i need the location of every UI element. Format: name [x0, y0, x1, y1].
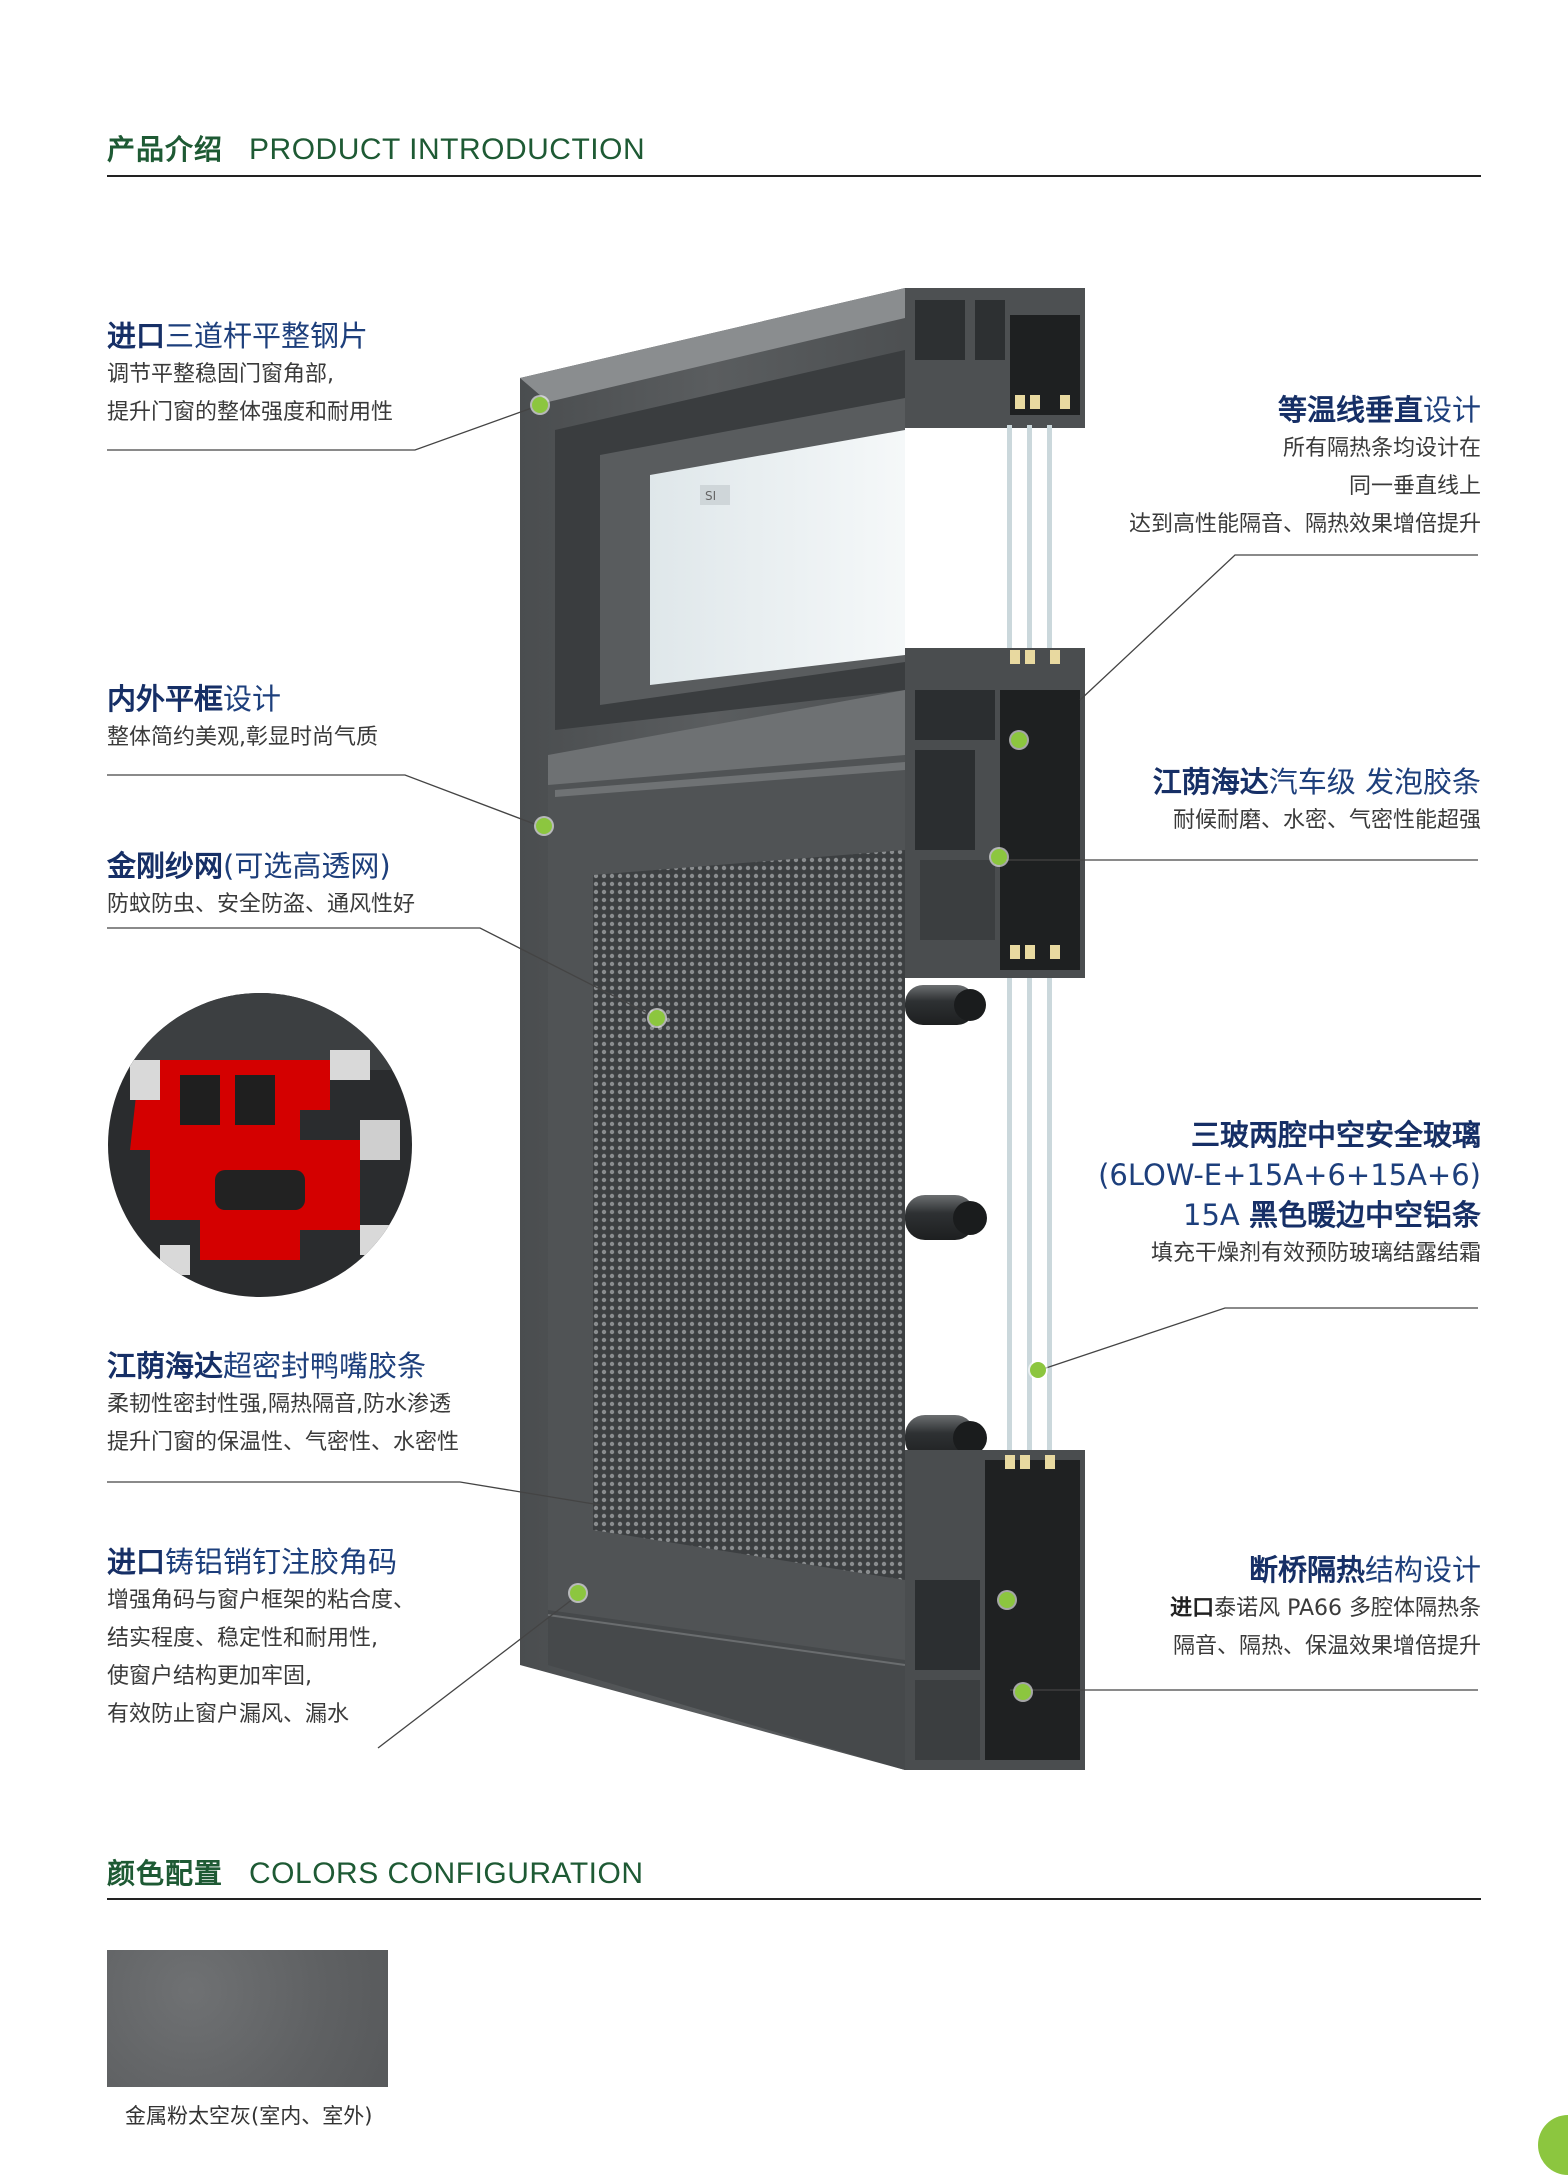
marker-dot-foam — [991, 849, 1007, 865]
header-rule — [107, 175, 1481, 177]
callout-thermal-break: 断桥隔热结构设计 进口泰诺风 PA66 多腔体隔热条 隔音、隔热、保温效果增倍提… — [1170, 1550, 1481, 1666]
gasket-detail-circle — [108, 993, 412, 1297]
callout-corner-code: 进口铸铝销钉注胶角码 增强角码与窗户框架的粘合度、 结实程度、稳定性和耐用性, … — [107, 1542, 415, 1734]
screen-mesh — [593, 850, 905, 1580]
callout-title: 江荫海达汽车级 发泡胶条 — [1152, 765, 1481, 799]
callout-title: 内外平框设计 — [107, 682, 282, 716]
callout-duck-gasket: 江荫海达超密封鸭嘴胶条 柔韧性密封性强,隔热隔音,防水渗透 提升门窗的保温性、气… — [107, 1346, 459, 1462]
logo-mark: SI — [705, 489, 716, 503]
marker-dot-isotherm — [1011, 732, 1027, 748]
marker-dot-glass — [1030, 1362, 1046, 1378]
callout-title: 进口铸铝销钉注胶角码 — [107, 1545, 398, 1579]
callout-foam-gasket: 江荫海达汽车级 发泡胶条 耐候耐磨、水密、气密性能超强 — [1153, 762, 1481, 840]
colors-title-cn: 颜色配置 — [107, 1857, 224, 1890]
callout-title: 金刚纱网(可选高透网) — [107, 849, 391, 883]
callout-flat-frame: 内外平框设计 整体简约美观,彰显时尚气质 — [107, 679, 378, 757]
marker-dot-screen — [649, 1010, 665, 1026]
marker-dot-steel — [532, 397, 548, 413]
glass-spec: (6LOW-E+15A+6+15A+6) — [1098, 1158, 1481, 1192]
marker-dot-thermal — [999, 1592, 1015, 1608]
colors-header: 颜色配置 COLORS CONFIGURATION — [107, 1852, 643, 1892]
callout-title: 进口三道杆平整钢片 — [107, 319, 369, 353]
corner-decoration — [1538, 2115, 1568, 2175]
colors-rule — [107, 1898, 1481, 1900]
marker-dot-thermal-2 — [1015, 1684, 1031, 1700]
marker-dot-frame — [536, 818, 552, 834]
callout-screen: 金刚纱网(可选高透网) 防蚊防虫、安全防盗、通风性好 — [107, 846, 415, 924]
page-header: 产品介绍 PRODUCT INTRODUCTION — [107, 128, 645, 168]
callout-title: 江荫海达超密封鸭嘴胶条 — [107, 1349, 427, 1383]
window-illustration: SI — [107, 288, 1478, 1770]
callout-glass: 三玻两腔中空安全玻璃 (6LOW-E+15A+6+15A+6) 15A 黑色暖边… — [1098, 1115, 1481, 1273]
color-swatch-space-gray — [107, 1950, 388, 2087]
marker-dot-corner — [570, 1585, 586, 1601]
callout-title: 等温线垂直设计 — [1277, 393, 1481, 427]
callout-isotherm: 等温线垂直设计 所有隔热条均设计在 同一垂直线上 达到高性能隔音、隔热效果增倍提… — [1129, 390, 1481, 544]
header-title-cn: 产品介绍 — [107, 133, 224, 166]
header-title-en: PRODUCT INTRODUCTION — [249, 133, 646, 166]
callout-title: 三玻两腔中空安全玻璃 — [1190, 1118, 1481, 1152]
color-swatch-label: 金属粉太空灰(室内、室外) — [125, 2104, 373, 2128]
glass-spacer: 15A 黑色暖边中空铝条 — [1183, 1198, 1481, 1232]
colors-title-en: COLORS CONFIGURATION — [249, 1857, 644, 1890]
callout-steel-plate: 进口三道杆平整钢片 调节平整稳固门窗角部, 提升门窗的整体强度和耐用性 — [107, 316, 393, 432]
callout-title: 断桥隔热结构设计 — [1248, 1553, 1481, 1587]
